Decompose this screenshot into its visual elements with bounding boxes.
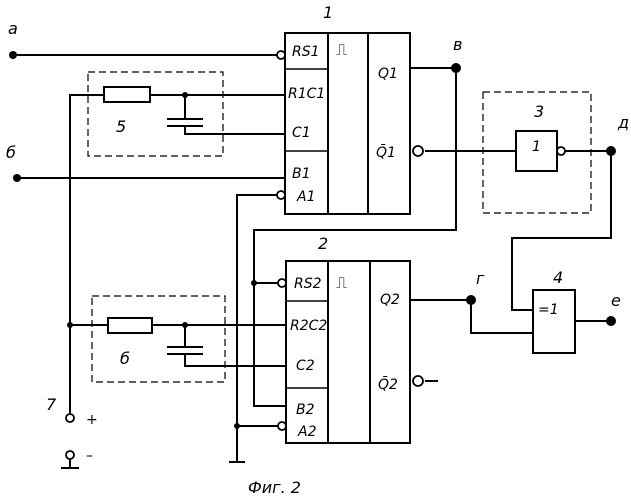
junction-rail-dot — [67, 322, 73, 328]
q2-inverted-ring — [413, 376, 423, 386]
inverter-3-output-ring — [557, 147, 565, 155]
pin-rs1: RS1 — [292, 44, 320, 60]
pin-q1-inverted: Q̄1 — [376, 143, 396, 161]
plus-terminal — [66, 414, 74, 422]
rs2-inversion — [278, 279, 286, 287]
label-minus: – — [86, 448, 93, 464]
pin-b1: B1 — [292, 166, 311, 182]
pin-q2: Q2 — [380, 292, 400, 308]
figure-caption: Фиг. 2 — [248, 478, 301, 497]
label-d: д — [617, 113, 629, 132]
pin-b2: B2 — [296, 402, 315, 418]
inverter-3-number: 3 — [534, 102, 544, 121]
pulse-symbol-1: ⎍ — [336, 40, 347, 59]
junction-ground-dot — [234, 423, 240, 429]
label-g: г — [476, 269, 485, 288]
flip-flop-1 — [285, 33, 410, 214]
rs1-inversion — [277, 51, 285, 59]
pin-c1: C1 — [292, 125, 311, 141]
terminal-b-dot — [13, 174, 21, 182]
a1-inversion — [277, 191, 285, 199]
flip-flop-1-number: 1 — [323, 3, 333, 22]
label-e: е — [611, 291, 621, 310]
pulse-symbol-2: ⎍ — [336, 273, 347, 292]
rc-network-6-enclosure — [92, 296, 225, 382]
terminal-a-dot — [9, 51, 17, 59]
xor-gate-4-symbol: =1 — [538, 302, 559, 318]
pin-q1: Q1 — [378, 66, 398, 82]
label-a: а — [8, 19, 18, 38]
pin-rs2: RS2 — [294, 276, 322, 292]
flip-flop-2-number: 2 — [318, 234, 328, 253]
rc-network-5-enclosure — [88, 72, 223, 156]
resistor-5 — [104, 87, 150, 102]
pin-c2: C2 — [296, 358, 315, 374]
label-b: б — [6, 143, 16, 162]
node-g-dot — [466, 295, 476, 305]
capacitor-5 — [168, 119, 202, 126]
node-v-dot — [451, 63, 461, 73]
rc-network-6-number: б — [120, 349, 130, 368]
inverter-3-symbol: 1 — [532, 139, 541, 155]
pin-r1c1: R1C1 — [288, 86, 325, 102]
node-e-dot — [606, 316, 616, 326]
resistor-6 — [108, 318, 152, 333]
junction-rs2-dot — [251, 280, 257, 286]
junction-r6-dot — [182, 322, 188, 328]
xor-gate-4 — [533, 290, 575, 353]
label-v: в — [453, 35, 462, 54]
pin-q2-inverted: Q̄2 — [378, 375, 398, 393]
minus-terminal — [66, 451, 74, 459]
label-power-7: 7 — [46, 395, 57, 414]
xor-gate-4-number: 4 — [553, 268, 563, 287]
junction-r5-dot — [182, 92, 188, 98]
node-d-dot — [606, 146, 616, 156]
pin-a2: A2 — [297, 424, 317, 440]
rc-network-5-number: 5 — [116, 117, 126, 136]
q1-inverted-ring — [413, 146, 423, 156]
pin-a1: A1 — [296, 189, 315, 205]
a2-inversion — [278, 422, 286, 430]
capacitor-6 — [168, 347, 202, 354]
pin-r2c2: R2C2 — [290, 318, 327, 334]
label-plus: + — [86, 412, 98, 428]
